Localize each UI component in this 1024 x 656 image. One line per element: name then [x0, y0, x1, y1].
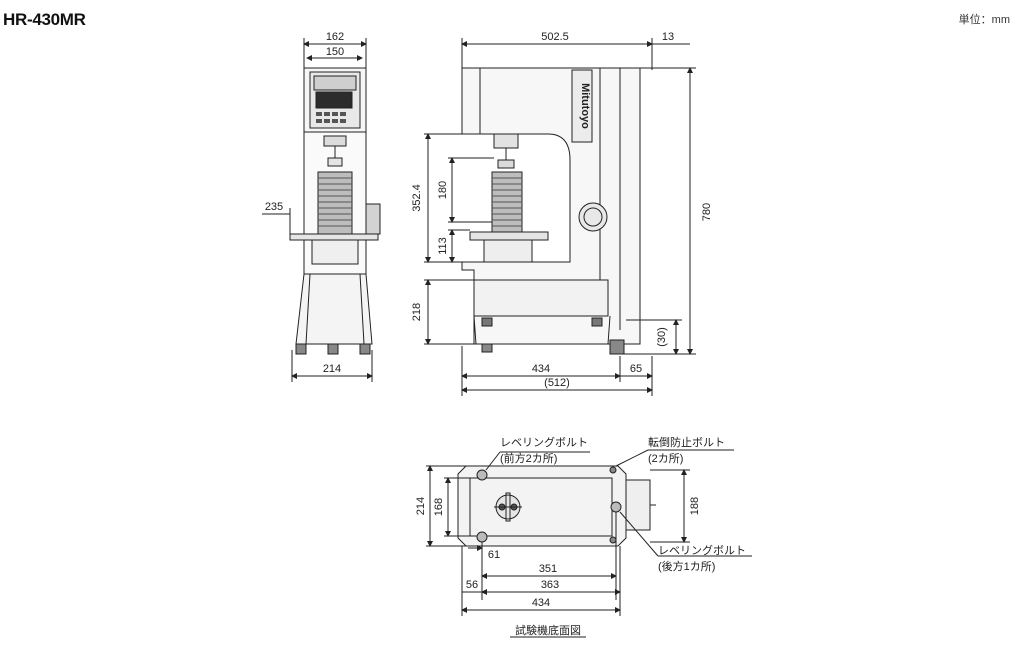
dim-side-502-5: 502.5 [541, 31, 569, 43]
dim-bottom-363: 363 [541, 579, 559, 591]
label-anti-tip-bolt: 転倒防止ボルト [648, 435, 725, 449]
dim-front-150: 150 [326, 46, 344, 58]
model-title: HR-430MR [3, 10, 86, 29]
side-view [424, 38, 696, 396]
dim-front-162: 162 [326, 31, 344, 43]
dim-bottom-56: 56 [466, 579, 478, 591]
dim-side-30: (30) [656, 327, 668, 347]
dim-side-180: 180 [437, 181, 449, 199]
dim-side-113: 113 [437, 237, 449, 255]
dim-side-434: 434 [532, 363, 550, 375]
dim-bottom-168: 168 [433, 498, 445, 516]
label-anti-tip-bolt-note: (2カ所) [648, 452, 683, 465]
dim-side-780: 780 [701, 203, 713, 221]
label-rear-leveling-bolt: レベリングボルト [658, 543, 746, 557]
dim-bottom-61: 61 [488, 549, 500, 561]
unit-label: 単位：mm [958, 14, 1010, 26]
dim-side-352-4: 352.4 [411, 184, 423, 212]
label-front-leveling-bolt: レベリングボルト [500, 435, 588, 449]
label-rear-leveling-bolt-note: (後方1カ所) [658, 559, 715, 573]
dim-bottom-351: 351 [539, 563, 557, 575]
bottom-view-caption: 試験機底面図 [515, 623, 581, 637]
dim-front-235: 235 [265, 201, 283, 213]
dim-bottom-214: 214 [415, 497, 427, 515]
dim-bottom-434: 434 [532, 597, 550, 609]
brand-label: Mitutoyo [579, 83, 591, 129]
dim-side-512: (512) [544, 377, 570, 389]
label-front-leveling-bolt-note: (前方2カ所) [500, 451, 557, 465]
dim-side-218: 218 [411, 303, 423, 321]
front-view [262, 38, 381, 382]
dim-side-65: 65 [630, 363, 642, 375]
dim-front-214: 214 [323, 363, 341, 375]
dim-side-13: 13 [662, 31, 674, 43]
dim-bottom-188: 188 [689, 497, 701, 515]
bottom-view [426, 449, 752, 638]
